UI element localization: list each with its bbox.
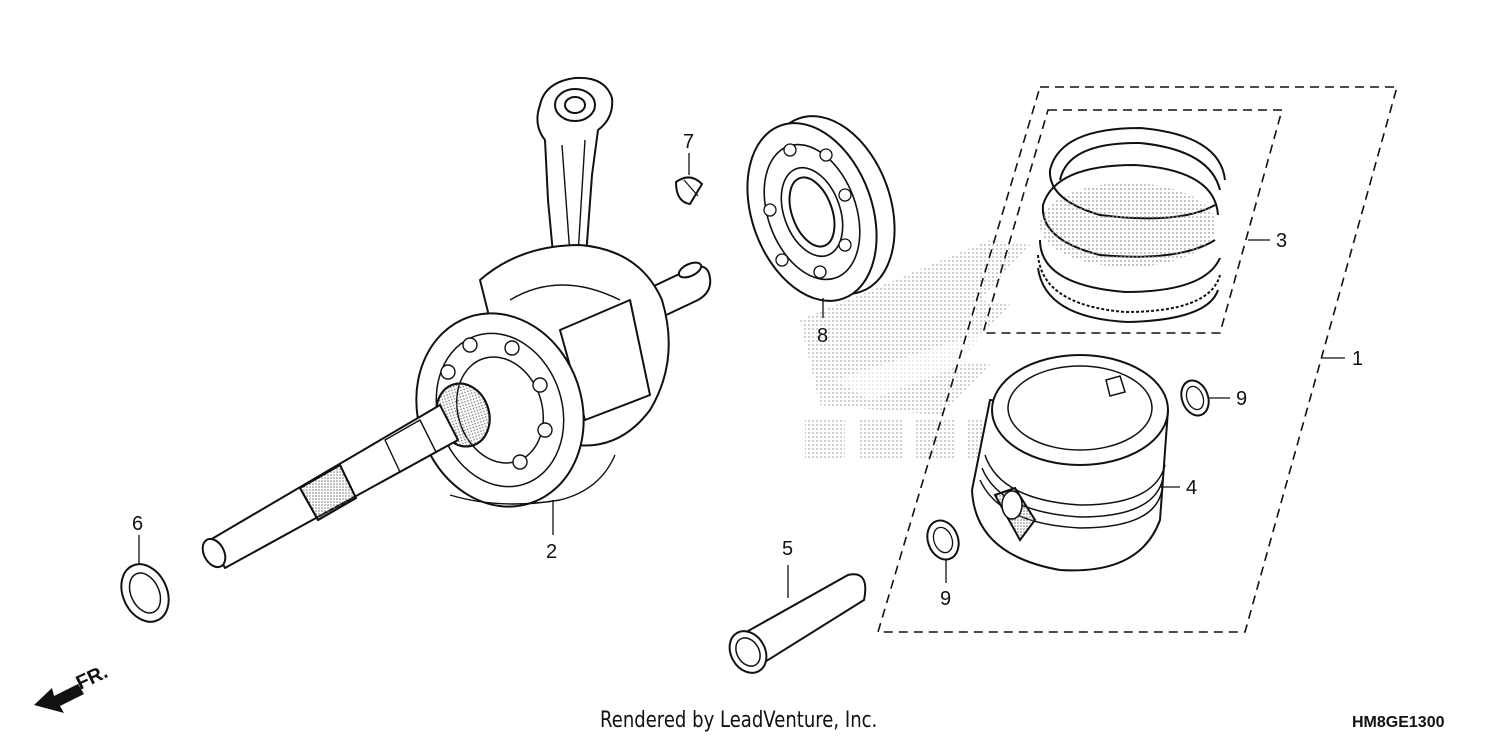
callout-8: 8 <box>817 325 828 347</box>
ring-set-box <box>981 109 1284 334</box>
front-arrow-icon: FR. <box>34 661 111 713</box>
callout-1: 1 <box>1352 348 1363 370</box>
woodruff-key[interactable] <box>674 176 704 206</box>
piston-ring-set[interactable] <box>1037 126 1226 324</box>
callout-4: 4 <box>1186 477 1197 499</box>
piston-pin[interactable] <box>722 573 867 679</box>
piston-assembly-box <box>876 86 1399 633</box>
callout-5: 5 <box>782 538 793 560</box>
leader-lines <box>138 153 1345 598</box>
piston-pin-clip-lower[interactable] <box>922 516 964 564</box>
callout-7: 7 <box>683 131 694 153</box>
callout-2: 2 <box>546 541 557 563</box>
piston-pin-clip-upper[interactable] <box>1177 377 1214 420</box>
thrust-washer[interactable] <box>112 557 177 630</box>
render-credit: Rendered by LeadVenture, Inc. <box>600 708 878 733</box>
callout-9-lower: 9 <box>940 588 951 610</box>
diagram-code: HM8GE1300 <box>1352 714 1445 731</box>
callout-3: 3 <box>1276 230 1287 252</box>
callout-6: 6 <box>132 513 143 535</box>
crankshaft[interactable] <box>198 76 712 571</box>
callout-9-upper: 9 <box>1236 388 1247 410</box>
piston[interactable] <box>970 354 1170 572</box>
radial-ball-bearing[interactable] <box>724 98 918 319</box>
